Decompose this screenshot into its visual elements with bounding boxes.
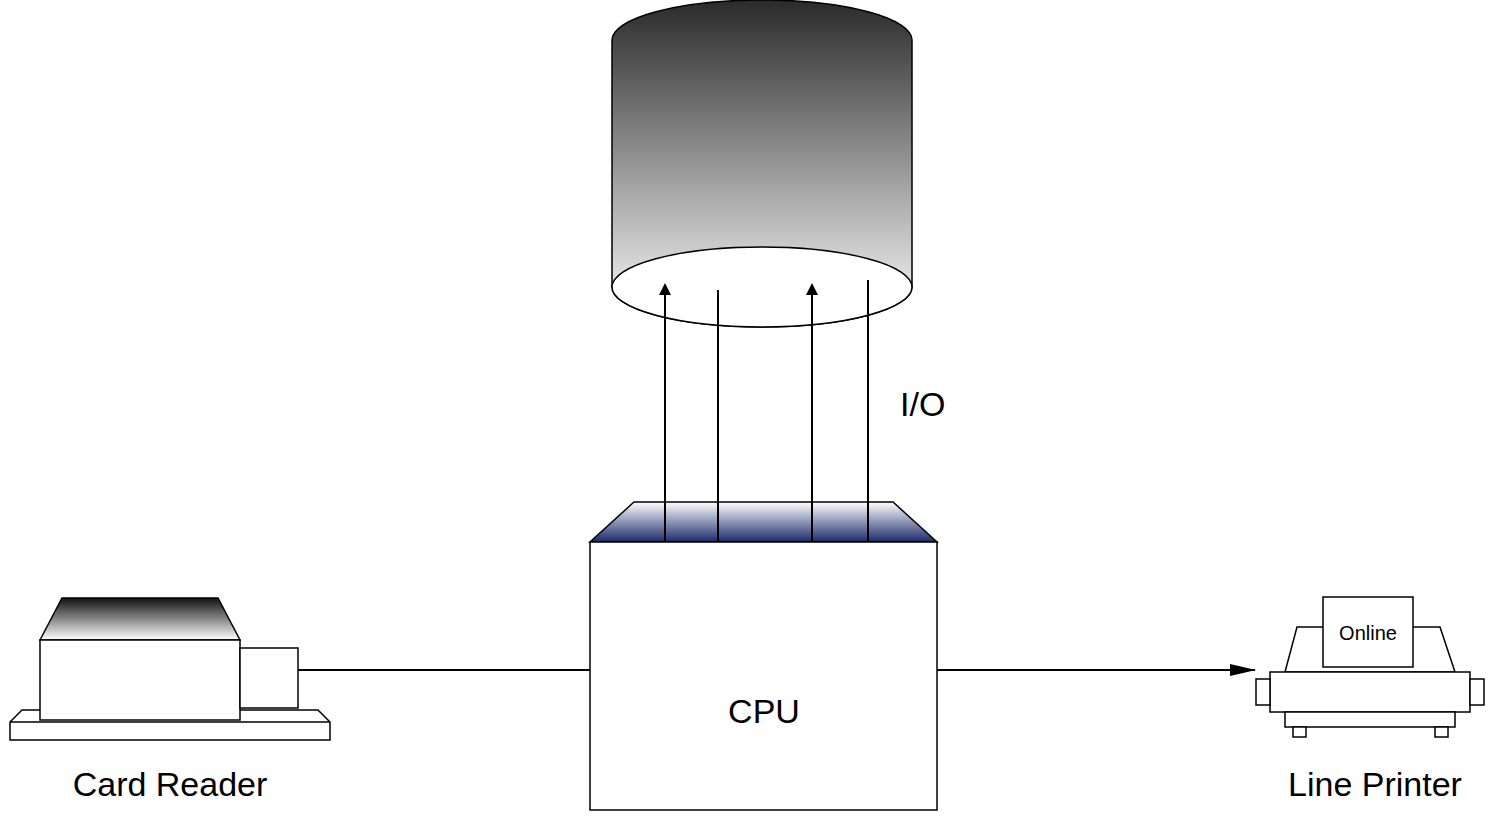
line-printer: OnlineLine Printer [1255,595,1485,802]
data-wire [298,669,590,671]
cpu-box-outline [590,542,937,810]
disk-drum [612,0,912,327]
data-wire [937,669,1255,671]
cpu-box: CPU [590,542,937,810]
node-text: CPU [728,693,800,730]
node-text: Online [1339,622,1397,644]
cpu-slab [590,502,937,542]
io-label: I/O [900,385,945,424]
node-text: Line Printer [1288,766,1462,803]
node-text: Card Reader [73,766,268,803]
card-reader: Card Reader [10,598,330,802]
